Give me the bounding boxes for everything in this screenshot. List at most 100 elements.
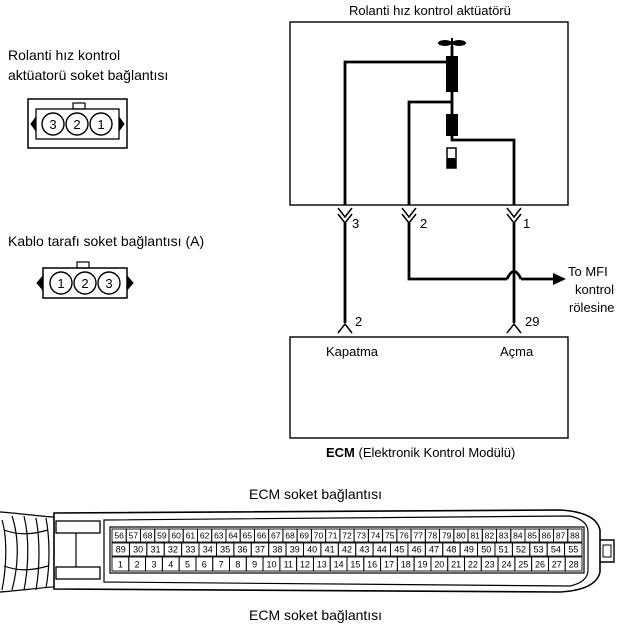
actuator-connector-pin-b: 2 [73, 117, 80, 132]
ecm-pin-number: 40 [307, 545, 317, 555]
ecm-pin-chevrons [337, 322, 522, 334]
actuator-connector-pin-c: 1 [97, 117, 104, 132]
ecm-pin-cell [564, 542, 583, 557]
open-label: Açma [500, 344, 534, 359]
mfi-label-line2: kontrol [575, 282, 615, 297]
mfi-label-line3: rölesine [569, 300, 615, 315]
ecm-pin-number: 85 [527, 531, 537, 541]
ecm-pin-number: 8 [235, 560, 240, 570]
ecm-pin-number: 45 [394, 545, 404, 555]
ecm-pin-number: 31 [151, 545, 161, 555]
ecm-pin-number: 46 [412, 545, 422, 555]
ecm-pin-number: 73 [357, 531, 367, 541]
ecm-pin-number: 51 [499, 545, 509, 555]
ecm-title: ECM (Elektronik Kontrol Modülü) [326, 445, 515, 461]
ecm-pin-number: 75 [385, 531, 395, 541]
propeller-icon [438, 38, 466, 52]
ecm-pin-number: 14 [334, 560, 344, 570]
ecm-pin-number: 5 [185, 560, 190, 570]
ecm-pin-number: 54 [551, 545, 561, 555]
ecm-pin-number: 71 [328, 531, 338, 541]
ecm-pin-number: 2 [135, 560, 140, 570]
ecm-title-rest: (Elektronik Kontrol Modülü) [358, 445, 516, 460]
ecm-pin-number: 7 [219, 560, 224, 570]
ecm-pin-number: 59 [157, 531, 167, 541]
ecm-pin-number: 43 [359, 545, 369, 555]
switch-icon [446, 147, 457, 169]
ecm-pin-number: 22 [468, 560, 478, 570]
mfi-label-line1: To MFI [568, 264, 608, 279]
ecm-pin-number: 11 [284, 560, 293, 570]
actuator-connector-title-line2: aktüatorü soket bağlantısı [8, 67, 169, 83]
ecm-pin-number: 4 [168, 560, 173, 570]
harness-connector-title: Kablo tarafı soket bağlantısı (A) [8, 233, 205, 249]
ecm-pin-number: 66 [257, 531, 267, 541]
ecm-pin-number: 47 [429, 545, 439, 555]
harness-connector: 1 2 3 [36, 261, 134, 299]
ecm-connector-title-top: ECM soket bağlantısı [249, 486, 383, 502]
actuator-connector-title-line1: Rolanti hız kontrol [8, 47, 121, 63]
ecm-pin-number: 89 [116, 545, 126, 555]
ecm-pin-number: 3 [151, 560, 156, 570]
ecm-box [289, 336, 569, 439]
ecm-pin-number: 57 [129, 531, 139, 541]
ecm-pin-number: 36 [238, 545, 248, 555]
ecm-pin-number: 82 [485, 531, 495, 541]
ecm-pin-number: 20 [434, 560, 444, 570]
ecm-pin-number: 9 [252, 560, 257, 570]
ecm-pin-number: 21 [451, 560, 461, 570]
lower-coil [446, 114, 458, 136]
ecm-connector-title-bottom: ECM soket bağlantısı [249, 607, 383, 623]
ecm-pin-number: 74 [371, 531, 381, 541]
actuator-internal-wiring [343, 46, 516, 205]
mfi-arrow-icon [553, 273, 566, 285]
ecm-pin-number: 67 [271, 531, 281, 541]
actuator-title: Rolanti hız kontrol aktüatörü [349, 3, 511, 18]
ecm-pin-number: 35 [220, 545, 230, 555]
ecm-pin-number: 42 [342, 545, 352, 555]
ecm-pin-number: 80 [456, 531, 466, 541]
ecm-pin-number: 72 [342, 531, 352, 541]
ecm-pin-number: 30 [133, 545, 143, 555]
ecm-pin-number: 68 [143, 531, 153, 541]
ecm-pin-number: 50 [481, 545, 491, 555]
actuator-connector: 3 2 1 [27, 98, 128, 149]
wire-pin3-internal [343, 60, 452, 205]
upper-coil [446, 56, 458, 92]
ecm-pin-number: 76 [399, 531, 409, 541]
ecm-pin-number: 44 [377, 545, 387, 555]
ecm-pin-number: 87 [556, 531, 566, 541]
ecm-pin-number: 26 [535, 560, 545, 570]
ecm-pin-number: 39 [290, 545, 300, 555]
ecm-pin-number: 16 [367, 560, 377, 570]
ecm-pin-number: 65 [243, 531, 253, 541]
harness-connector-pin-b: 2 [81, 276, 88, 291]
ecm-pin-cell [564, 556, 583, 572]
ecm-close-pin-number: 2 [355, 314, 362, 329]
ecm-pin-number: 41 [325, 545, 335, 555]
wire-pin2-internal [407, 100, 452, 205]
ecm-pin-number: 77 [413, 531, 423, 541]
ecm-pin-number: 60 [171, 531, 181, 541]
actuator-pin2-number: 2 [420, 216, 427, 231]
ecm-open-pin-number: 29 [525, 314, 539, 329]
ecm-pin-number: 19 [418, 560, 428, 570]
ecm-pin-number: 13 [317, 560, 327, 570]
ecm-pin-number: 6 [202, 560, 207, 570]
ecm-pin-number: 61 [186, 531, 196, 541]
ecm-pin-number: 64 [228, 531, 238, 541]
ecm-pin-number: 62 [200, 531, 210, 541]
ecm-pin-number: 86 [542, 531, 552, 541]
ecm-pin-number: 32 [168, 545, 178, 555]
actuator-pin1-number: 1 [523, 216, 530, 231]
ecm-pin-number: 15 [350, 560, 360, 570]
ecm-pin-number: 27 [552, 560, 562, 570]
wire-mfi-left [407, 223, 507, 281]
ecm-pin-number: 55 [568, 545, 578, 555]
actuator-pin3-number: 3 [352, 216, 359, 231]
ecm-pin-number: 1 [118, 560, 123, 570]
